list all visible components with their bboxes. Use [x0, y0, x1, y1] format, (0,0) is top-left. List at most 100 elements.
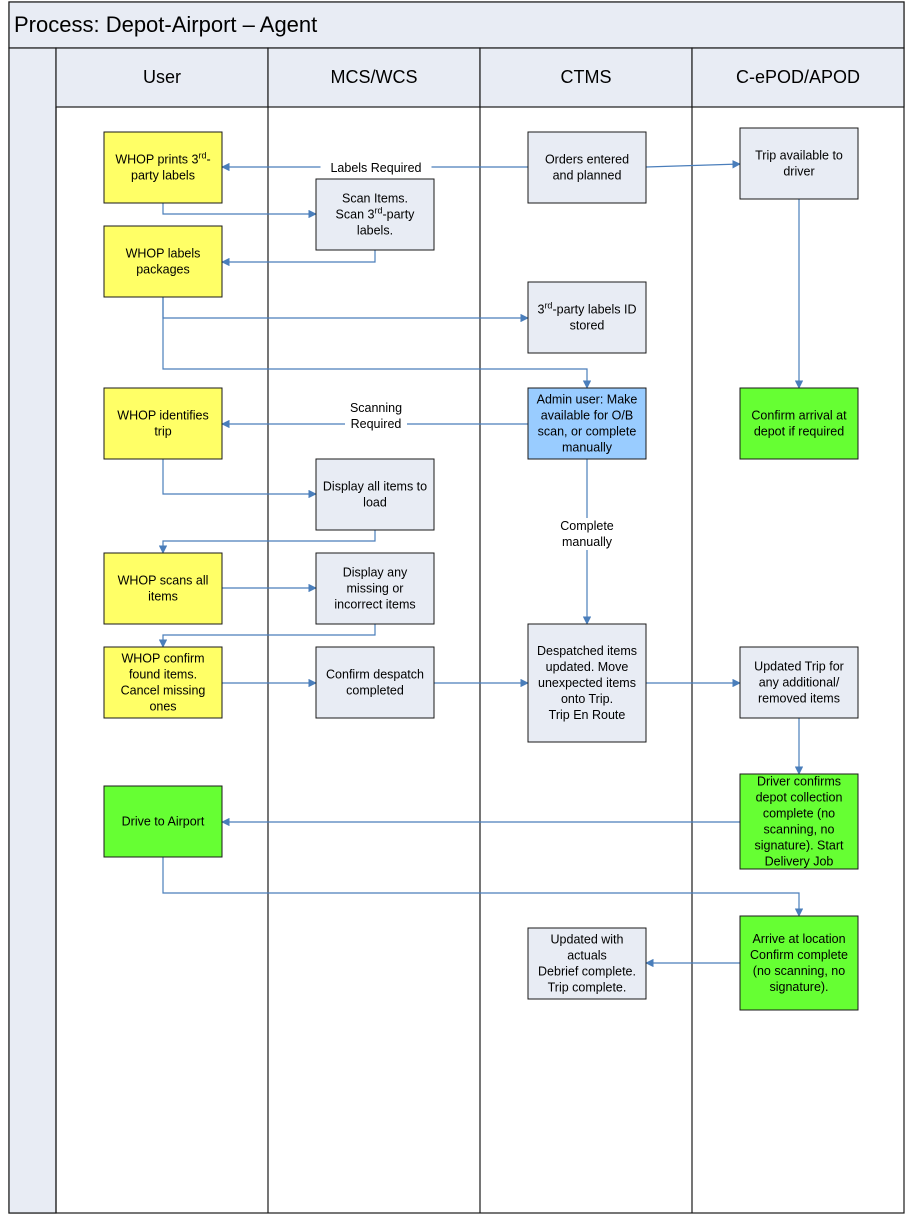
node-text-line: missing or	[347, 582, 404, 596]
node-text-line: Despatched items	[537, 644, 637, 658]
node-text-line: depot collection	[756, 791, 843, 805]
nodes-layer: WHOP prints 3rd-party labels Orders enter…	[103, 127, 859, 1011]
node-text-line: Debrief complete.	[538, 965, 636, 979]
node-box	[739, 646, 859, 719]
node-text-line: Confirm despatch	[326, 668, 424, 682]
node-text-line: Admin user: Make	[537, 393, 638, 407]
node-box	[103, 225, 223, 298]
node-text-line: Driver confirms	[757, 775, 841, 789]
node-text-line: (no scanning, no	[753, 964, 845, 978]
edge-label-backing	[345, 400, 407, 432]
node-box	[103, 552, 223, 625]
lane-label-ctms: CTMS	[561, 67, 612, 87]
node-text-line: Arrive at location	[752, 932, 845, 946]
lane-header-user	[55, 47, 269, 108]
node-n14: Confirm despatch completed	[315, 646, 435, 719]
edge-label-backing	[320, 160, 432, 176]
edge-n12-to-n13	[158, 624, 376, 648]
edge-n10-to-n11	[158, 530, 376, 554]
node-text-line: Trip En Route	[549, 708, 626, 722]
edge-n4-to-n5	[221, 250, 376, 267]
node-text-line: Trip available to	[755, 149, 843, 163]
node-text-line: WHOP identifies	[117, 409, 208, 423]
node-n9: Confirm arrival at depot if required	[739, 387, 859, 460]
lane-header-mcs	[267, 47, 481, 108]
node-text-line: completed	[346, 684, 404, 698]
edge-n7-to-n10	[162, 459, 317, 499]
node-box	[527, 281, 647, 354]
node-text-line: party labels	[131, 169, 195, 183]
lane-header-ctms	[479, 47, 693, 108]
node-box	[103, 646, 223, 719]
node-text-line: signature).	[769, 980, 828, 994]
node-text-line: stored	[570, 319, 605, 333]
edge-label: Required	[351, 417, 402, 431]
node-box	[315, 178, 435, 251]
node-text-line: trip	[154, 425, 171, 439]
node-n13: WHOP confirm found items. Cancel missing on…	[103, 646, 223, 719]
node-text-line: available for O/B	[541, 409, 633, 423]
node-n7: WHOP identifies trip	[103, 387, 223, 460]
node-text-line: driver	[783, 165, 814, 179]
node-text-line: Display all items to	[323, 480, 427, 494]
node-text-line: WHOP prints 3rd-	[115, 151, 210, 167]
node-box	[527, 623, 647, 743]
node-text-line: packages	[136, 263, 190, 277]
node-text-line: removed items	[758, 692, 840, 706]
edge-n2-to-n3	[645, 160, 741, 169]
edge-label-backing	[556, 518, 618, 550]
node-text-line: found items.	[129, 668, 197, 682]
edge-label: Labels Required	[330, 161, 421, 175]
node-text-line: Display any	[343, 566, 408, 580]
node-text-line: WHOP confirm	[121, 652, 204, 666]
edge-n5-to-n8	[162, 297, 592, 389]
node-text-line: scan, or complete	[538, 425, 637, 439]
node-text-line: signature). Start	[755, 839, 844, 853]
node-text-line: Trip complete.	[548, 981, 627, 995]
lane-header-epod	[691, 47, 905, 108]
node-text-line: actuals	[567, 949, 607, 963]
node-text-line: labels.	[357, 224, 393, 238]
node-n2: Orders entered and planned	[527, 131, 647, 204]
node-text-line: unexpected items	[538, 676, 636, 690]
node-text-line: 3rd-party labels ID	[537, 301, 636, 317]
lane-label-mcs: MCS/WCS	[331, 67, 418, 87]
node-text-line: Drive to Airport	[122, 815, 205, 829]
node-text-line: any additional/	[759, 676, 840, 690]
node-box	[315, 552, 435, 625]
edge-n1-to-n4	[162, 203, 317, 219]
node-text-line: Delivery Job	[765, 855, 834, 869]
edges-layer: Labels RequiredScanningRequiredCompletem…	[158, 160, 804, 968]
node-text-line: ones	[149, 700, 176, 714]
node-box	[103, 785, 223, 858]
node-n1: WHOP prints 3rd-party labels	[103, 131, 223, 204]
node-text-line: Confirm complete	[750, 948, 848, 962]
node-box	[739, 127, 859, 200]
node-text-line: and planned	[553, 169, 622, 183]
node-text-line: Scan 3rd-party	[336, 206, 416, 222]
node-box	[739, 773, 859, 870]
node-text-line: onto Trip.	[561, 692, 613, 706]
edge-n18-to-n19	[162, 857, 804, 917]
node-text-line: complete (no	[763, 807, 835, 821]
node-n8: Admin user: Make available for O/B scan, o…	[527, 387, 647, 460]
diagram-title: Process: Depot-Airport – Agent	[14, 12, 317, 37]
node-text-line: depot if required	[754, 425, 844, 439]
node-text-line: Confirm arrival at	[751, 409, 847, 423]
edge-label: Complete	[560, 519, 614, 533]
node-text-line: Cancel missing	[121, 684, 206, 698]
left-gutter	[8, 47, 57, 1214]
node-text-line: Orders entered	[545, 153, 629, 167]
node-text-line: manually	[562, 441, 613, 455]
lane-label-epod: C-ePOD/APOD	[736, 67, 860, 87]
